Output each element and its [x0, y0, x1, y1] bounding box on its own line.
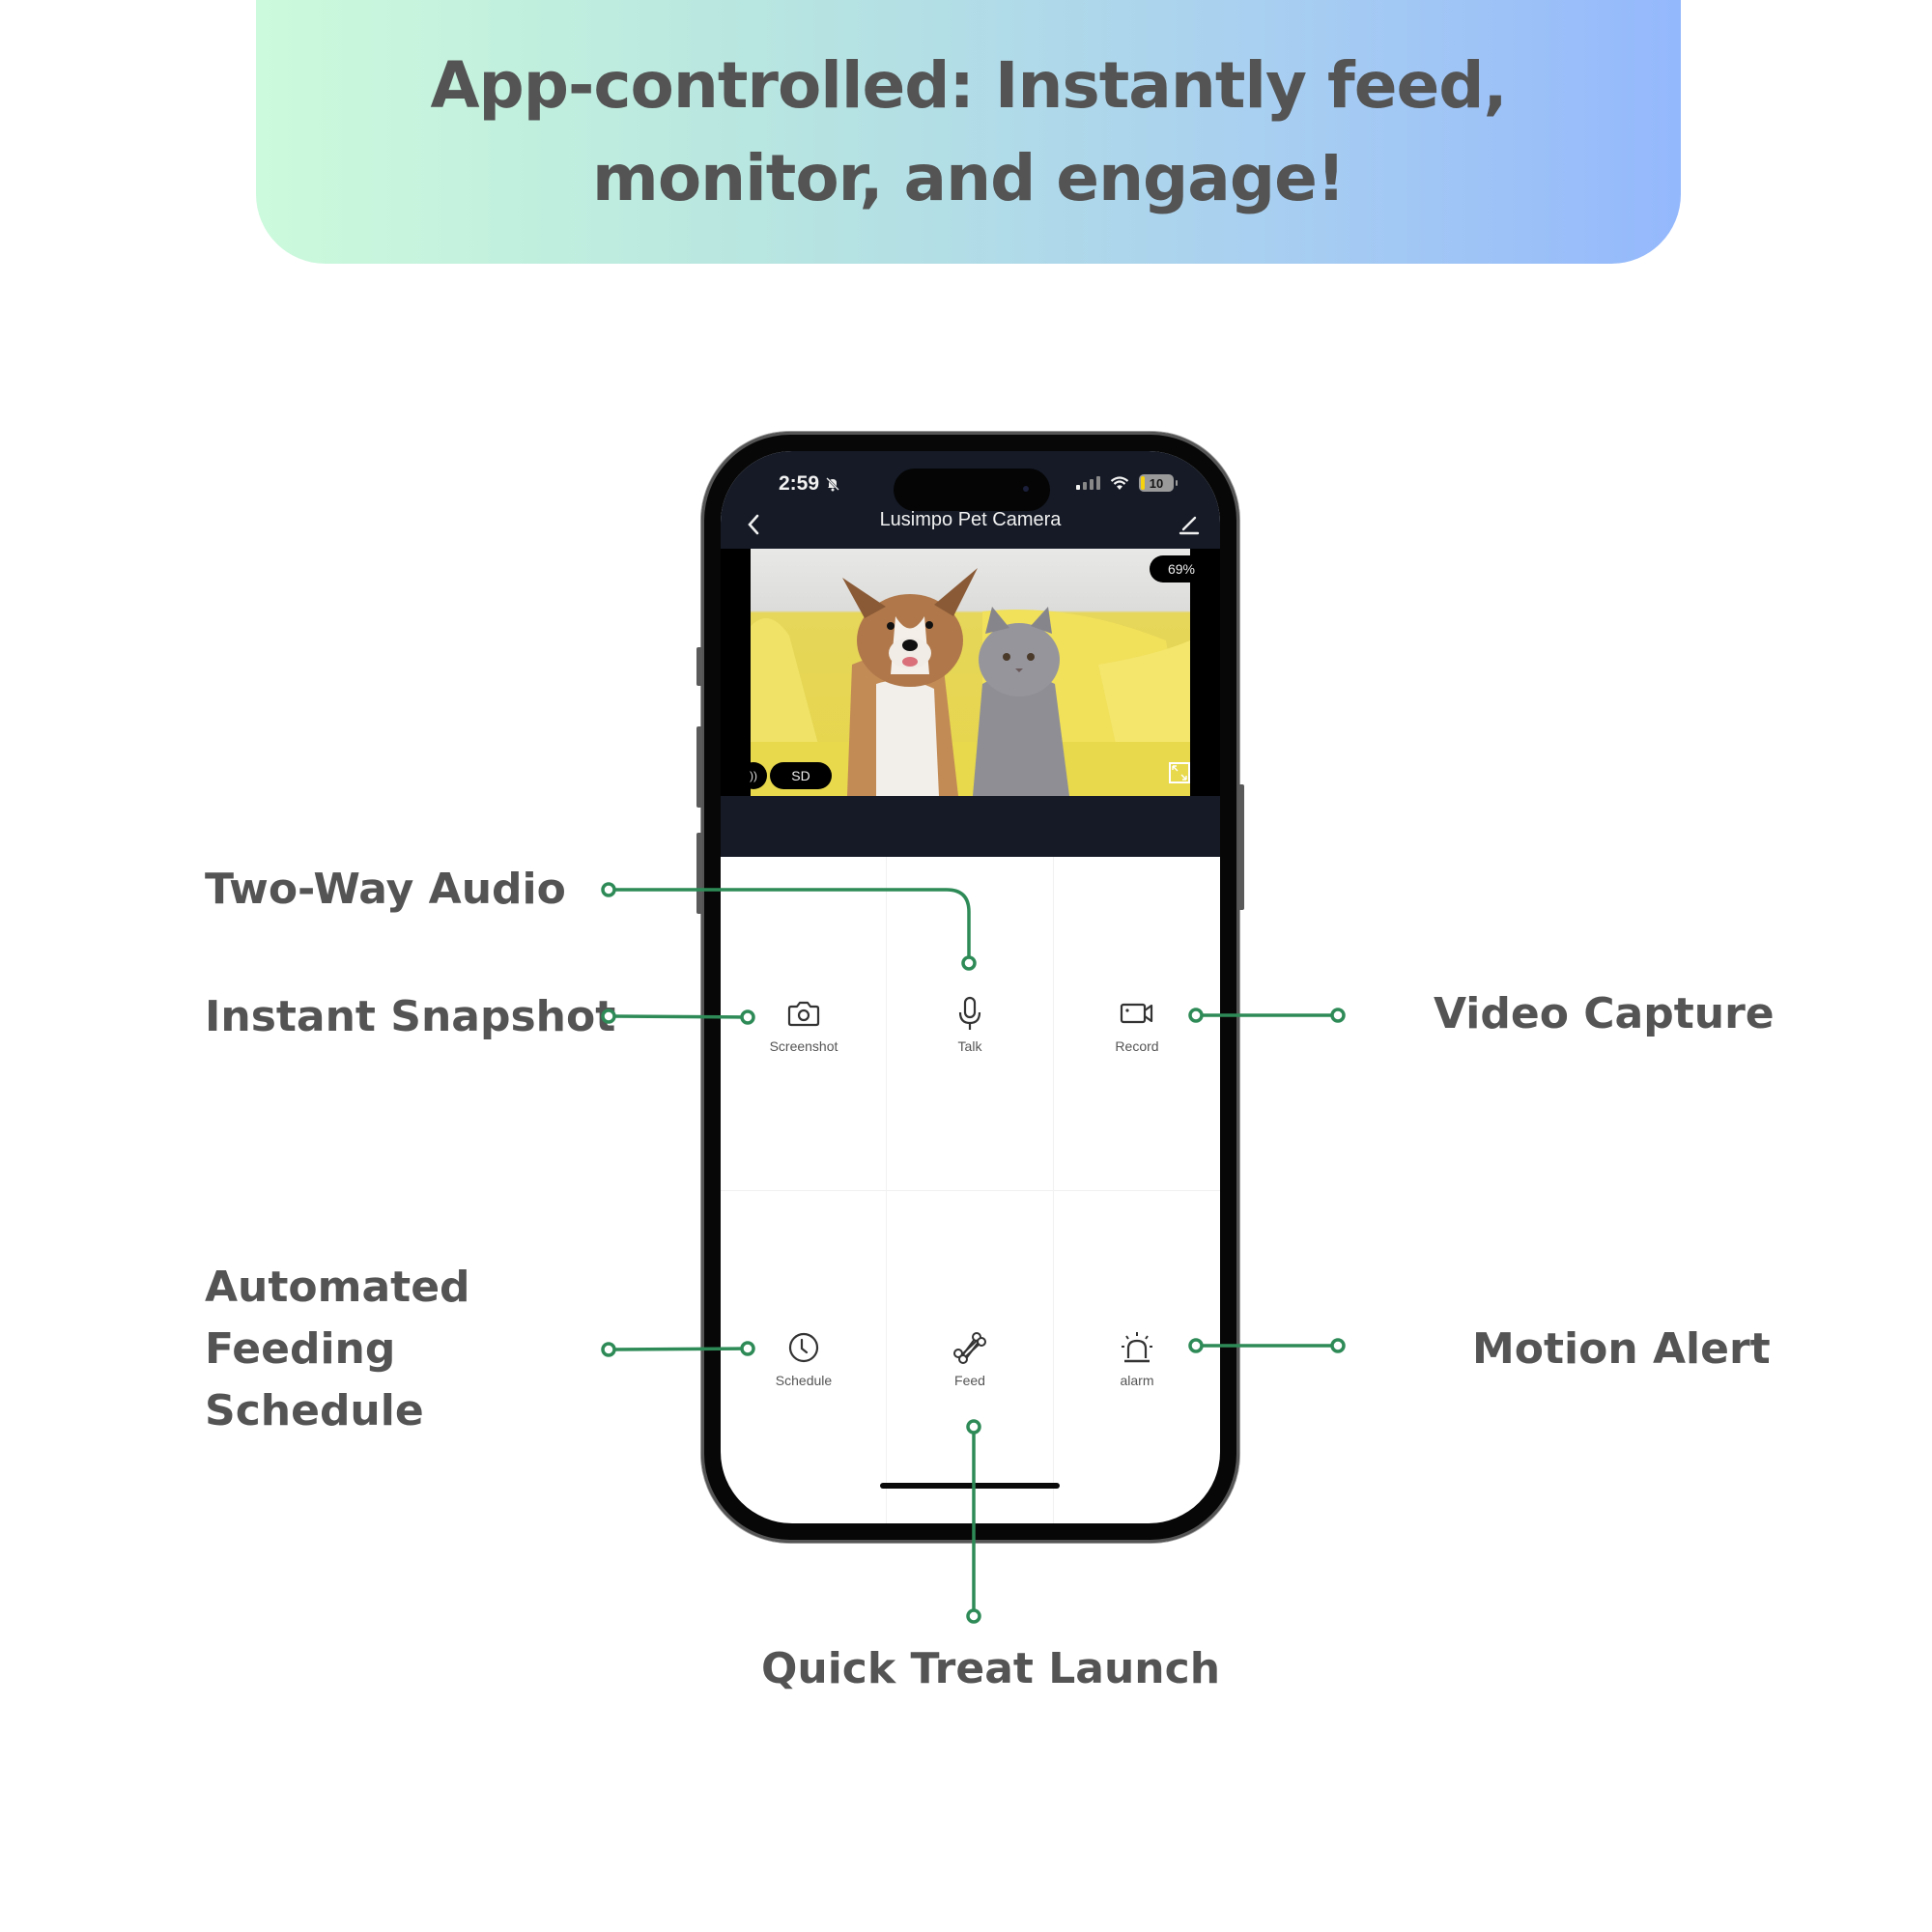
dynamic-island [894, 469, 1050, 511]
chevron-left-icon [748, 514, 759, 535]
side-button-volume-up [696, 726, 702, 808]
bone-icon [953, 1332, 986, 1364]
header-banner: App-controlled: Instantly feed, monitor,… [256, 0, 1681, 264]
audio-toggle-button[interactable]: )) [740, 762, 767, 789]
fullscreen-icon [1172, 765, 1187, 781]
battery-icon: 10 [1139, 474, 1178, 492]
speaker-wave-icon: )) [750, 769, 757, 782]
fullscreen-button[interactable] [1169, 762, 1190, 783]
quality-toggle-button[interactable]: SD [770, 762, 832, 789]
banner-title-line-2: monitor, and engage! [592, 140, 1346, 215]
banner-title-line-1: App-controlled: Instantly feed, [430, 47, 1507, 123]
record-button[interactable]: Record [1054, 994, 1220, 1054]
cellular-signal-icon [1076, 476, 1100, 490]
side-button-action [696, 647, 702, 686]
wifi-icon [1110, 475, 1129, 490]
feed-label: Feed [954, 1373, 985, 1388]
pencil-icon [1179, 516, 1200, 535]
record-label: Record [1115, 1038, 1159, 1054]
control-grid: Screenshot Talk Record [721, 857, 1220, 1523]
edit-button[interactable] [1172, 507, 1207, 542]
bell-slash-icon [825, 477, 839, 492]
microphone-icon [958, 996, 981, 1030]
screenshot-label: Screenshot [769, 1038, 838, 1054]
side-button-power [1238, 784, 1244, 910]
callout-two-way-audio: Two-Way Audio [205, 865, 566, 914]
screenshot-button[interactable]: Screenshot [721, 994, 887, 1054]
callout-automated-feeding-schedule: Automated Feeding Schedule [205, 1257, 470, 1442]
pet-camera-image [751, 568, 1190, 796]
siren-icon [1122, 1332, 1152, 1363]
callout-automated-line-2: Feeding [205, 1324, 396, 1374]
phone-screen: 2:59 10 Lusimpo Pet Camera [721, 451, 1220, 1523]
alarm-label: alarm [1120, 1373, 1154, 1388]
live-video-feed[interactable] [751, 549, 1190, 796]
alarm-button[interactable]: alarm [1054, 1328, 1220, 1388]
side-button-volume-down [696, 833, 702, 914]
video-camera-icon [1120, 1003, 1153, 1024]
status-indicators: 10 [1076, 474, 1178, 492]
talk-button[interactable]: Talk [887, 994, 1053, 1054]
status-time: 2:59 [779, 472, 840, 496]
callout-instant-snapshot: Instant Snapshot [205, 992, 616, 1041]
schedule-button[interactable]: Schedule [721, 1328, 887, 1388]
back-button[interactable] [734, 505, 773, 544]
home-indicator[interactable] [880, 1483, 1060, 1489]
feed-button[interactable]: Feed [887, 1328, 1053, 1388]
callout-quick-treat-launch: Quick Treat Launch [761, 1644, 1221, 1693]
callout-automated-line-3: Schedule [205, 1386, 424, 1435]
callout-motion-alert: Motion Alert [1472, 1324, 1771, 1374]
app-title: Lusimpo Pet Camera [879, 509, 1062, 530]
camera-icon [787, 1001, 820, 1027]
schedule-label: Schedule [775, 1373, 833, 1388]
callout-automated-line-1: Automated [205, 1263, 470, 1312]
talk-label: Talk [957, 1038, 982, 1054]
callout-video-capture: Video Capture [1434, 989, 1775, 1038]
clock-icon [788, 1332, 819, 1363]
zoom-level-badge[interactable]: 69% [1150, 555, 1213, 582]
phone-mockup: 2:59 10 Lusimpo Pet Camera [696, 432, 1244, 1543]
